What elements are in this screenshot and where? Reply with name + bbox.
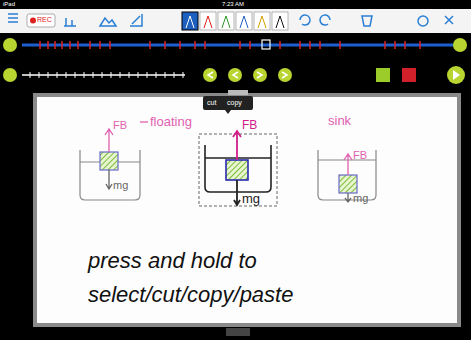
force-label: mg [113, 180, 128, 191]
timeline-tick [61, 41, 63, 49]
timeline-tick [39, 41, 41, 49]
timeline-tick [69, 41, 71, 49]
timeline-tick [39, 72, 40, 78]
timeline-tick [204, 41, 206, 49]
timeline-tick [93, 72, 94, 78]
timeline-tick [89, 41, 91, 49]
force-label: FB [353, 150, 367, 161]
timeline-tick [394, 41, 396, 49]
timeline-tick [109, 41, 111, 49]
timeline-tick [183, 72, 184, 78]
timeline-tick [48, 72, 49, 78]
timeline-tick [194, 41, 196, 49]
menu-item: copy [227, 99, 242, 106]
timeline-tick [66, 72, 67, 78]
timeline-tick [77, 41, 79, 49]
timeline-tick [179, 41, 181, 49]
timeline-tick [249, 41, 251, 49]
timeline-tick [156, 72, 157, 78]
record-label: REC [37, 16, 52, 23]
force-label: mg [353, 193, 368, 204]
instruction-text: select/cut/copy/paste [88, 284, 293, 306]
timeline-tick [102, 72, 103, 78]
timeline-tick [164, 41, 166, 49]
status-time: 7:23 AM [222, 1, 244, 7]
timeline-tick [147, 72, 148, 78]
timeline-tick [165, 72, 166, 78]
instruction-text: press and hold to [88, 250, 257, 272]
timeline-tick [138, 72, 139, 78]
timeline-tick [54, 41, 56, 49]
timeline-tick [339, 41, 341, 49]
timeline-tick [120, 72, 121, 78]
timeline-tick [99, 41, 101, 49]
timeline-tick [319, 41, 321, 49]
timeline-tick [129, 72, 130, 78]
timeline-tick [30, 72, 31, 78]
force-label: FB [113, 120, 127, 131]
handwritten-note: sink [328, 114, 351, 127]
timeline-tick [47, 41, 49, 49]
timeline-tick [384, 41, 386, 49]
timeline-tick [84, 72, 85, 78]
status-text: iPad [3, 1, 15, 7]
menu-item: cut [207, 99, 216, 106]
timeline-tick [309, 41, 311, 49]
timeline-tick [299, 41, 301, 49]
timeline-tick [239, 41, 241, 49]
timeline-tick [149, 41, 151, 49]
handwritten-note: floating [150, 115, 192, 128]
timeline-tick [174, 72, 175, 78]
timeline-tick [419, 41, 421, 49]
timeline-tick [404, 41, 406, 49]
timeline-tick [111, 72, 112, 78]
force-label: mg [242, 192, 260, 205]
timeline-tick [75, 72, 76, 78]
force-label: FB [242, 119, 257, 131]
timeline-tick [57, 72, 58, 78]
timeline-tick [279, 41, 281, 49]
